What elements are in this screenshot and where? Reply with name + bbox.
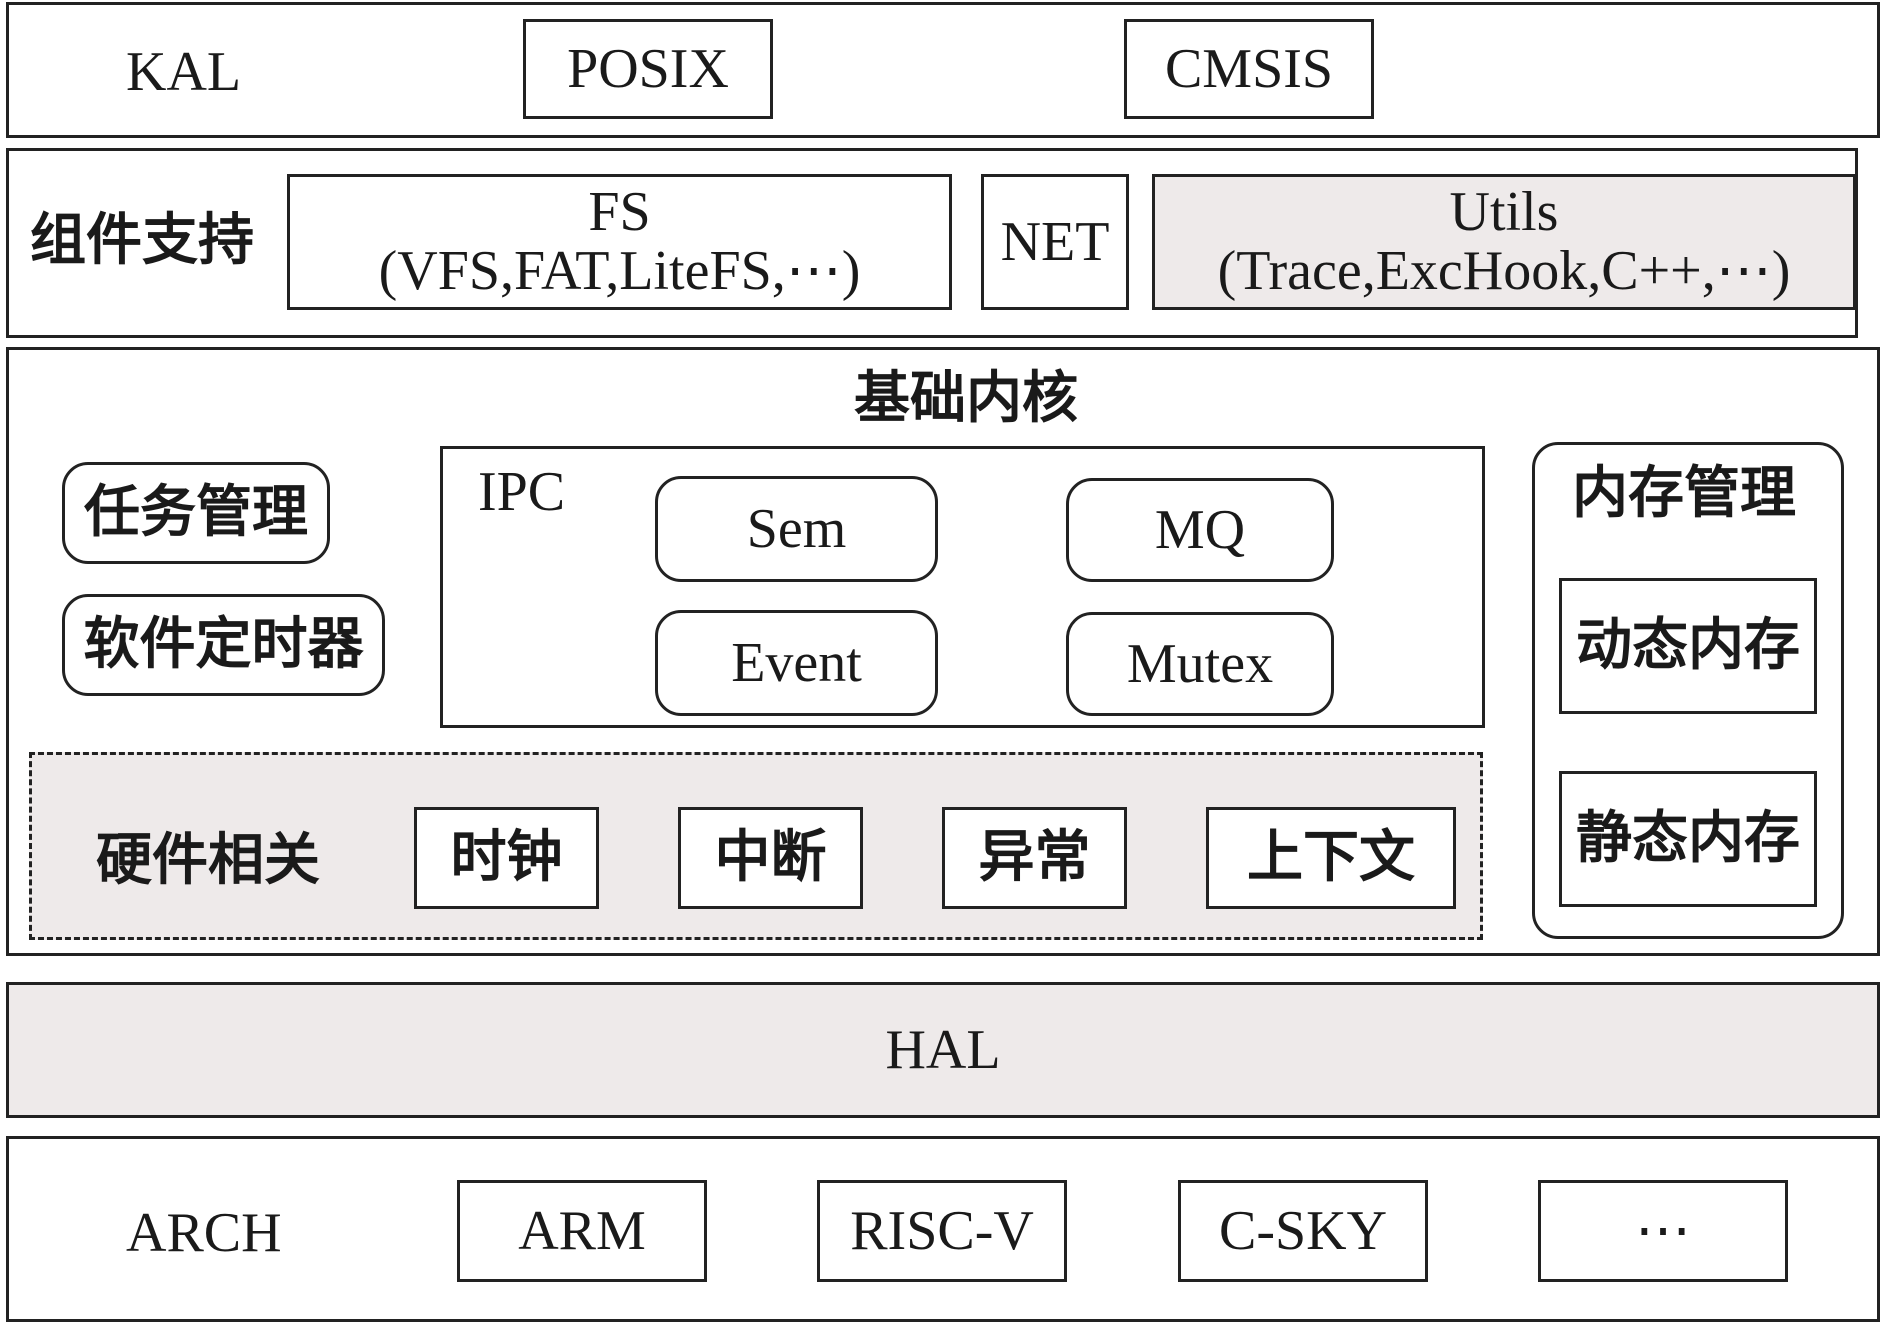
hardware-clock: 时钟 (414, 807, 599, 909)
ipc-event: Event (655, 610, 938, 716)
ipc-mutex: Mutex (1066, 612, 1334, 716)
arch-csky: C-SKY (1178, 1180, 1428, 1282)
kal-posix: POSIX (523, 19, 773, 119)
kal-cmsis: CMSIS (1124, 19, 1374, 119)
hal-layer: HAL (6, 982, 1880, 1118)
kal-layer (6, 2, 1880, 138)
software-timer: 软件定时器 (62, 594, 385, 696)
utils-detail: (Trace,ExcHook,C++,⋯) (1217, 240, 1791, 302)
ipc-sem: Sem (655, 476, 938, 582)
hardware-label: 硬件相关 (96, 828, 320, 893)
components-label: 组件支持 (30, 208, 254, 273)
fs-box: FS (VFS,FAT,LiteFS,⋯) (287, 174, 952, 310)
net-box: NET (981, 174, 1129, 310)
utils-title: Utils (1449, 181, 1559, 244)
kernel-title: 基础内核 (854, 366, 1078, 431)
arch-riscv: RISC-V (817, 1180, 1067, 1282)
fs-detail: (VFS,FAT,LiteFS,⋯) (378, 240, 861, 302)
arch-more: ⋯ (1538, 1180, 1788, 1282)
hardware-exception: 异常 (942, 807, 1127, 909)
hardware-context: 上下文 (1206, 807, 1456, 909)
memory-dynamic: 动态内存 (1559, 578, 1817, 714)
memory-title: 内存管理 (1572, 461, 1796, 526)
arch-label: ARCH (126, 1202, 282, 1264)
arch-arm: ARM (457, 1180, 707, 1282)
fs-title: FS (588, 181, 651, 244)
kal-label: KAL (126, 41, 242, 103)
memory-static: 静态内存 (1559, 771, 1817, 907)
utils-box: Utils (Trace,ExcHook,C++,⋯) (1152, 174, 1856, 310)
ipc-mq: MQ (1066, 478, 1334, 582)
task-management: 任务管理 (62, 462, 330, 564)
hardware-interrupt: 中断 (678, 807, 863, 909)
ipc-label: IPC (478, 461, 566, 523)
